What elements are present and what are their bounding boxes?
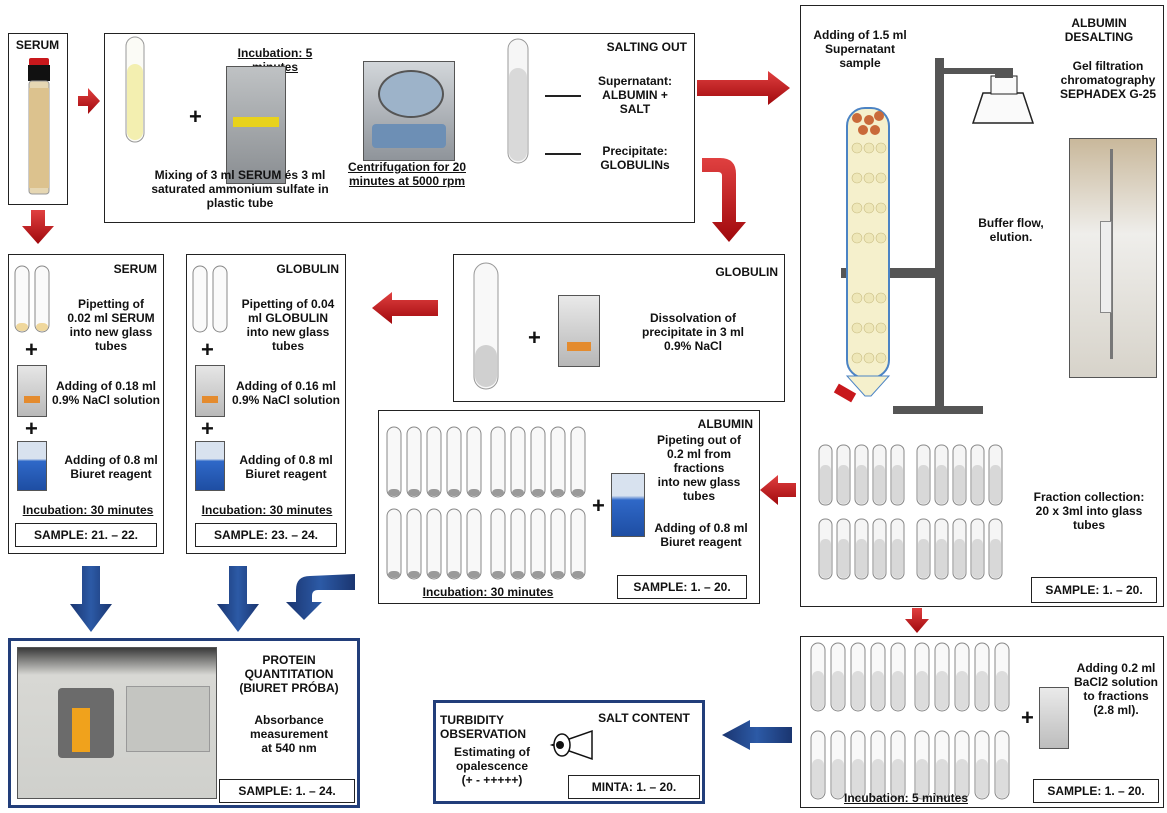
globulin-dissolve-title: GLOBULIN — [715, 265, 778, 279]
buffer-flow-label: Buffer flow, elution. — [978, 216, 1044, 244]
desalting-box: Adding of 1.5 ml Supernatant sample ALBU… — [800, 5, 1164, 607]
plus-sign: + — [189, 104, 202, 129]
globulin-step3: Adding of 0.8 ml Biuret reagent — [239, 453, 333, 481]
blue-arrow-curved — [286, 574, 355, 620]
serum-step1: Pipetting of 0.02 ml SERUM into new glas… — [67, 297, 155, 353]
absorbance-text: Absorbance measurement at 540 nm — [249, 713, 329, 755]
globulin-sample-badge: SAMPLE: 23. – 24. — [195, 523, 337, 547]
biuret-bottle-photo — [195, 441, 225, 491]
ammonium-sulfate-bottle-photo — [226, 66, 286, 184]
globulin-tube-icon — [473, 262, 499, 390]
serum-box-title: SERUM — [15, 38, 60, 52]
serum-box: SERUM — [8, 33, 68, 205]
fraction-tubes-icon — [818, 444, 1003, 580]
fraction-tubes-rack — [817, 443, 1007, 583]
supernatant-label: Supernatant: ALBUMIN + SALT — [597, 74, 672, 116]
centrifuge-photo — [363, 61, 455, 161]
gel-filtration-label: Gel filtration chromatography SEPHADEX G… — [1059, 59, 1157, 101]
red-arrow-left-globulin — [372, 292, 438, 324]
serum-pipette-title: SERUM — [113, 262, 157, 276]
globulin-step1: Pipetting of 0.04 ml GLOBULIN into new g… — [241, 297, 335, 353]
centrifugation-label: Centrifugation for 20 minutes at 5000 rp… — [347, 160, 466, 188]
desalting-sample-badge: SAMPLE: 1. – 20. — [1031, 577, 1157, 603]
plus-sign: + — [25, 416, 38, 441]
albumin-sample-badge: SAMPLE: 1. – 20. — [617, 575, 747, 599]
biuret-bottle-photo — [611, 473, 645, 537]
blue-arrow-down-2 — [217, 566, 259, 632]
serum-step3: Adding of 0.8 ml Biuret reagent — [64, 453, 158, 481]
albumin-step2: Adding of 0.8 ml Biuret reagent — [654, 521, 748, 549]
serum-incubation: Incubation: 30 minutes — [22, 503, 154, 517]
supernatant-pointer — [545, 95, 581, 97]
bacl-sample-badge: SAMPLE: 1. – 20. — [1033, 779, 1159, 803]
bacl-bottle-photo — [1039, 687, 1069, 749]
globulin-pipette-box: GLOBULIN Pipetting of 0.04 ml GLOBULIN i… — [186, 254, 346, 554]
nacl-bottle-photo — [195, 365, 225, 417]
mixing-box: + Incubation: 5 minutes Mixing of 3 ml S… — [104, 33, 695, 223]
column-stand-diagram — [833, 58, 1035, 414]
globulin-pipette-title: GLOBULIN — [276, 262, 339, 276]
globulin-step2: Adding of 0.16 ml 0.9% NaCl solution — [231, 379, 341, 407]
blue-arrow-down-1 — [70, 566, 112, 632]
turbidity-sample-badge: MINTA: 1. – 20. — [568, 775, 700, 799]
plus-sign: + — [201, 416, 214, 441]
globulin-dissolve-box: GLOBULIN + Dissolvation of precipitate i… — [453, 254, 785, 402]
bacl-box: + Adding 0.2 ml BaCl2 solution to fracti… — [800, 636, 1164, 808]
photometer-photo — [17, 647, 217, 799]
albumin-step1: Pipeting out of 0.2 ml from fractions in… — [657, 433, 741, 503]
salt-content-title: SALT CONTENT — [598, 711, 690, 725]
bacl-incubation: Incubation: 5 minutes — [843, 791, 968, 805]
plus-sign: + — [1021, 705, 1034, 730]
albumin-desalting-title: ALBUMIN DESALTING — [1064, 16, 1134, 44]
red-arrow-left-albumin — [760, 475, 796, 505]
protein-title: PROTEIN QUANTITATION (BIURET PRÓBA) — [239, 653, 339, 695]
protein-box: PROTEIN QUANTITATION (BIURET PRÓBA) Abso… — [8, 638, 360, 808]
dissolvation-text: Dissolvation of precipitate in 3 ml 0.9%… — [641, 311, 745, 353]
nacl-bottle-photo — [17, 365, 47, 417]
blue-arrow-left-salt — [722, 720, 792, 750]
opalescence-text: Estimating of opalescence (+ - +++++) — [453, 745, 530, 787]
bacl-tubes-icon — [810, 642, 1010, 800]
albumin-title: ALBUMIN — [697, 417, 753, 431]
fraction-collection-label: Fraction collection: 20 x 3ml into glass… — [1033, 490, 1145, 532]
red-arrow-right-1 — [78, 88, 100, 114]
albumin-incubation: Incubation: 30 minutes — [422, 585, 554, 599]
serum-pipette-box: SERUM Pipetting of 0.02 ml SERUM into ne… — [8, 254, 164, 554]
nacl-flask-photo — [558, 295, 600, 367]
red-arrow-down-bacl — [905, 608, 929, 633]
precipitate-label: Precipitate: GLOBULINs — [600, 144, 670, 172]
salting-out-title: SALTING OUT — [606, 40, 687, 54]
eye-icon — [549, 729, 593, 761]
plus-sign: + — [528, 325, 541, 350]
turbidity-title: TURBIDITY OBSERVATION — [440, 713, 527, 741]
precipitate-pointer — [545, 153, 581, 155]
red-arrow-curved-globulin — [702, 158, 746, 242]
red-arrow-to-desalting — [697, 71, 790, 105]
globulin-glass-tubes-icon — [192, 265, 228, 333]
plus-sign: + — [25, 337, 38, 362]
serum-step2: Adding of 0.18 ml 0.9% NaCl solution — [51, 379, 161, 407]
albumin-box: + ALBUMIN Pipeting out of 0.2 ml from fr… — [378, 410, 760, 604]
red-arrow-down-serum — [22, 210, 54, 244]
serum-vial-icon — [28, 58, 50, 195]
serum-glass-tubes-icon — [14, 265, 50, 333]
chromatography-photo — [1069, 138, 1157, 378]
bacl-text: Adding 0.2 ml BaCl2 solution to fraction… — [1073, 661, 1158, 717]
mixing-description: Mixing of 3 ml SERUM és 3 ml saturated a… — [151, 168, 329, 210]
globulin-incubation: Incubation: 30 minutes — [201, 503, 333, 517]
adding-sample-label: Adding of 1.5 ml Supernatant sample — [813, 28, 907, 70]
protein-sample-badge: SAMPLE: 1. – 24. — [219, 779, 355, 803]
centrifuged-tube-icon — [507, 38, 529, 164]
plastic-tube-icon — [125, 36, 145, 143]
plus-sign: + — [592, 493, 605, 518]
turbidity-box: TURBIDITY OBSERVATION SALT CONTENT Estim… — [433, 700, 705, 804]
biuret-bottle-photo — [17, 441, 47, 491]
plus-sign: + — [201, 337, 214, 362]
serum-sample-badge: SAMPLE: 21. – 22. — [15, 523, 157, 547]
albumin-tubes-icon — [386, 426, 586, 580]
